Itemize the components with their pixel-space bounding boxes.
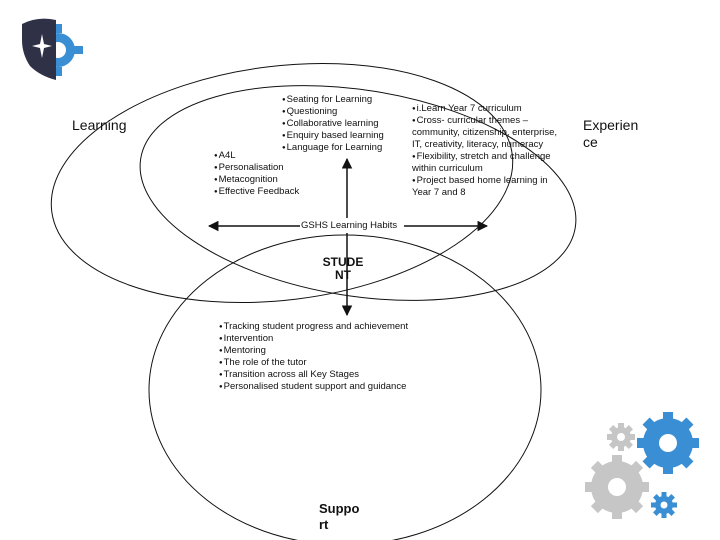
learning-inner-list: Seating for LearningQuestioningCollabora… [282, 94, 384, 154]
habits-label: GSHS Learning Habits [300, 220, 399, 232]
list-item: IT, creativity, literacy, numeracy [412, 139, 544, 150]
list-item: Seating for Learning [282, 94, 384, 106]
list-item: Collaborative learning [282, 118, 384, 130]
experience-list: i.Learn Year 7 curriculumCross- curricul… [412, 103, 572, 199]
list-item: Cross- curricular themes – [412, 115, 572, 127]
list-item: community, citizenship, enterprise, [412, 127, 558, 138]
list-item: Project based home learning in [412, 175, 572, 187]
list-item: Effective Feedback [214, 186, 300, 198]
list-item: Flexibility, stretch and challenge [412, 151, 572, 163]
list-item: Language for Learning [282, 142, 384, 154]
list-item: i.Learn Year 7 curriculum [412, 103, 572, 115]
list-item: Mentoring [219, 345, 408, 357]
experience-ellipse [139, 85, 577, 301]
learning-label: Learning [72, 117, 127, 133]
list-item: Intervention [219, 333, 408, 345]
shield-logo-icon [22, 18, 83, 81]
gear-icon [585, 412, 699, 519]
learning-outer-list: A4LPersonalisationMetacognitionEffective… [214, 150, 300, 198]
student-label: STUDE NT [322, 255, 364, 282]
experience-label: Experien ce [583, 117, 639, 150]
support-ellipse [148, 234, 542, 540]
list-item: The role of the tutor [219, 357, 408, 369]
support-list: Tracking student progress and achievemen… [219, 321, 408, 393]
list-item: Questioning [282, 106, 384, 118]
list-item: Enquiry based learning [282, 130, 384, 142]
list-item: Year 7 and 8 [412, 187, 466, 198]
list-item: Tracking student progress and achievemen… [219, 321, 408, 333]
list-item: Transition across all Key Stages [219, 369, 408, 381]
list-item: Personalisation [214, 162, 299, 174]
list-item: A4L [214, 150, 299, 162]
list-item: Personalised student support and guidanc… [219, 381, 408, 393]
support-label: Suppo rt [319, 501, 360, 532]
list-item: Metacognition [214, 174, 299, 186]
list-item: within curriculum [412, 163, 483, 174]
